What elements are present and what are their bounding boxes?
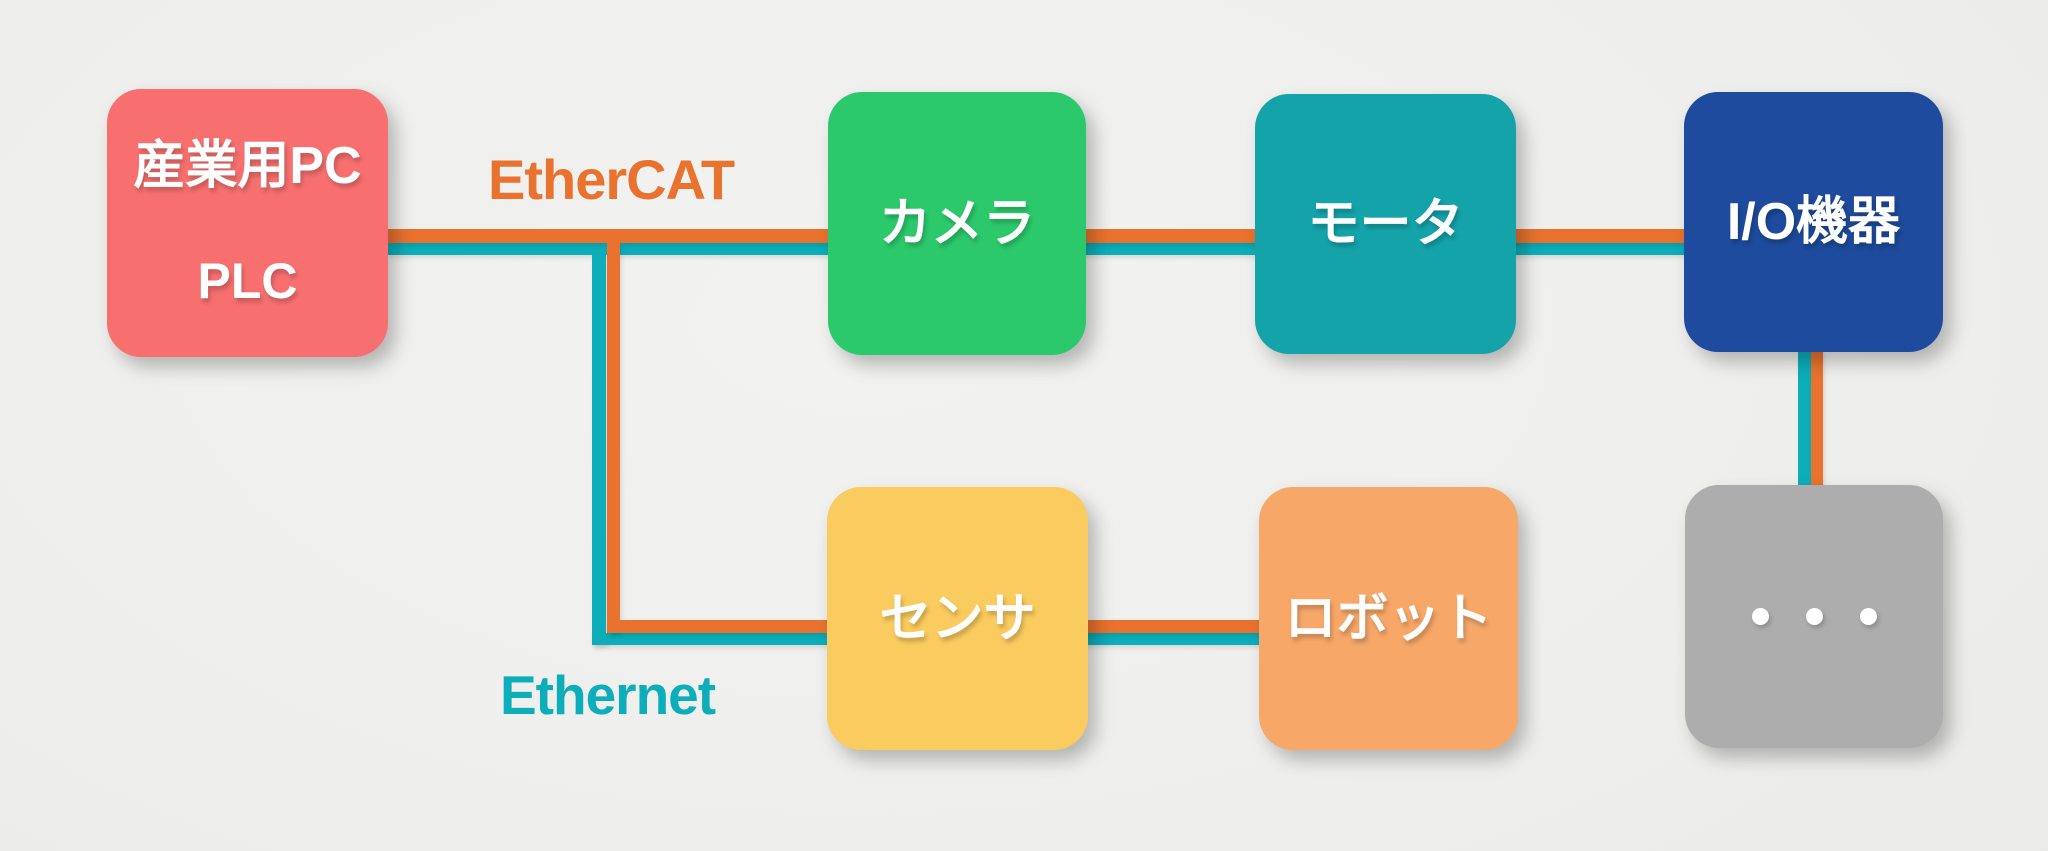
node-label-robot: ロボット — [1284, 589, 1493, 648]
ellipsis-icon — [1751, 608, 1877, 625]
node-label-sensor: センサ — [879, 589, 1036, 648]
ellipsis-dot — [1751, 608, 1769, 625]
node-label-camera: カメラ — [878, 194, 1035, 253]
node-more-devices — [1685, 485, 1943, 748]
node-io-device: I/O機器 — [1684, 92, 1943, 352]
node-label-io-device: I/O機器 — [1726, 193, 1901, 251]
ellipsis-dot — [1859, 608, 1877, 625]
node-camera: カメラ — [828, 92, 1086, 355]
ethernet-bus-io-drop — [1798, 350, 1811, 490]
ethercat-bus-io-drop — [1811, 350, 1823, 490]
node-motor: モータ — [1255, 94, 1516, 354]
node-industrial-pc-plc: 産業用PC PLC — [107, 89, 388, 357]
node-label-motor: モータ — [1307, 195, 1464, 253]
node-sensor: センサ — [827, 487, 1088, 750]
node-robot: ロボット — [1259, 487, 1518, 750]
ethercat-bus-branch-vertical — [607, 243, 620, 633]
ethercat-protocol-label: EtherCAT — [488, 148, 735, 211]
node-label-plc: PLC — [197, 253, 298, 309]
ethernet-protocol-label: Ethernet — [500, 664, 716, 726]
ellipsis-dot — [1805, 608, 1823, 625]
node-label-industrial-pc: 産業用PC — [133, 137, 362, 195]
ethernet-bus-branch-vertical — [592, 254, 606, 645]
